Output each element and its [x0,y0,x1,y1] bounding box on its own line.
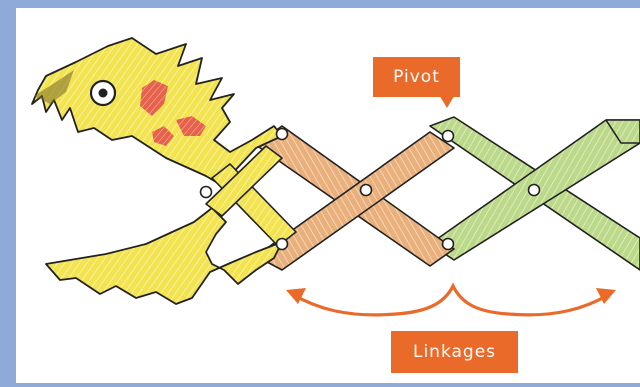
eye-icon [89,79,117,107]
pivot-holes [199,127,541,251]
scissor-linkage-diagram [31,37,640,317]
yellow-neck-bar [205,145,297,247]
diagram-canvas: Pivot Linkages [16,8,640,383]
creature-head [31,37,283,207]
linkages-label: Linkages [391,331,518,373]
pivot-label: Pivot [373,57,460,97]
creature-lower-jaw [45,207,283,305]
arrowheads [286,288,616,304]
cheek-marks [140,80,206,146]
double-headed-curved-arrow-icon [290,282,612,317]
